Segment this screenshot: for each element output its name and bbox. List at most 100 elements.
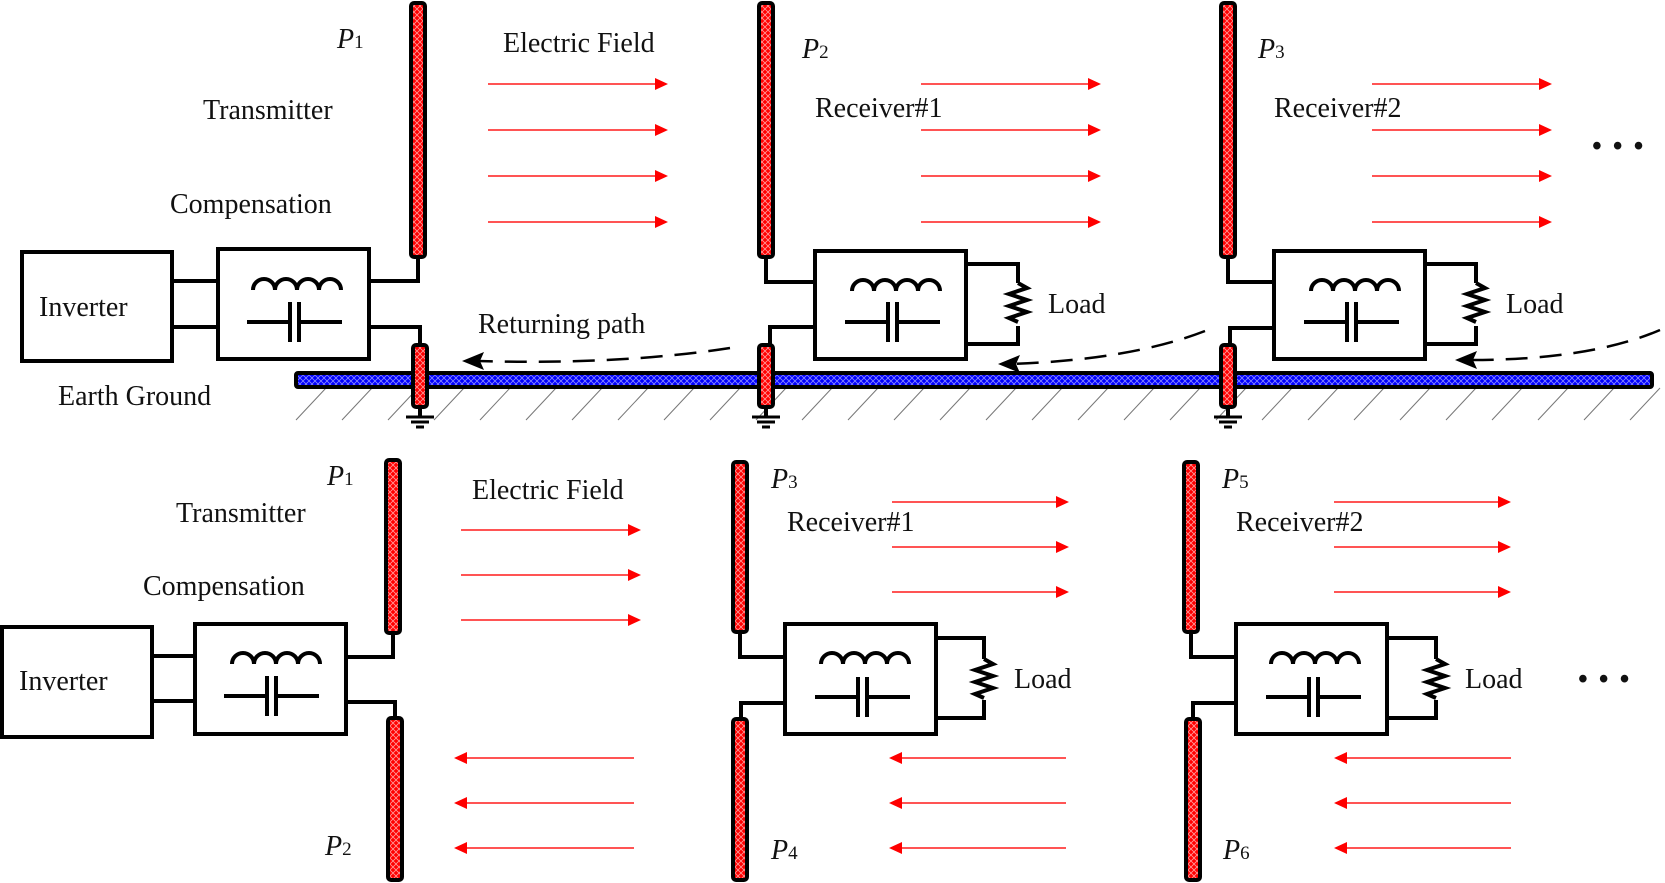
top-rx1-load-label: Load	[1048, 289, 1106, 320]
arrow-right-icon	[1088, 170, 1101, 182]
resistor-icon	[1420, 657, 1452, 700]
arrow-right-icon	[1498, 586, 1511, 598]
bottom-rx1-plate-p3	[731, 460, 749, 634]
hatch-line	[1491, 387, 1523, 421]
bottom-rx2-plate-p5	[1182, 460, 1200, 634]
top-rx1-ground-electrode	[757, 343, 775, 409]
hatch-line	[1077, 387, 1109, 421]
capacitor-icon	[224, 676, 319, 716]
arrow-right-icon	[628, 524, 641, 536]
hatch-line	[801, 387, 833, 421]
bottom-rx1-load-label: Load	[1014, 664, 1072, 695]
top-rx1-plate-p2	[757, 1, 775, 259]
arrowhead-left-icon	[1455, 351, 1477, 369]
top-tx-wire-lower	[369, 325, 422, 345]
inductor-icon	[819, 651, 911, 665]
bottom-rx2-plate-p6	[1184, 717, 1202, 882]
hatch-line	[571, 387, 603, 421]
arrow-right-icon	[1539, 216, 1552, 228]
hatch-line	[1445, 387, 1477, 421]
hatch-line	[1261, 387, 1293, 421]
top-inverter-box	[20, 250, 174, 363]
arrow-right-icon	[628, 569, 641, 581]
inductor-icon	[1269, 651, 1361, 665]
bottom-receiver-1: Load Receiver#1 P3 P4	[731, 460, 1072, 882]
top-rx2-load-label: Load	[1506, 289, 1564, 320]
returning-path-arrows	[462, 328, 1661, 373]
arrow-left-icon	[889, 797, 902, 809]
bottom-tx-compensation-label: Compensation	[143, 571, 305, 602]
bottom-rx1-plate-p4	[731, 717, 749, 882]
hatch-line	[1031, 387, 1063, 421]
hatch-line	[939, 387, 971, 421]
bottom-inverter-label: Inverter	[19, 666, 108, 697]
top-tx-compensation-label: Compensation	[170, 189, 332, 220]
hatch-line	[893, 387, 925, 421]
inductor-icon	[1309, 278, 1401, 292]
top-ellipsis: • • •	[1592, 131, 1645, 162]
top-inverter-label: Inverter	[39, 292, 128, 323]
bottom-p4-label: P4	[770, 835, 798, 866]
arrow-left-icon	[454, 842, 467, 854]
hatch-line	[433, 387, 465, 421]
bottom-field-arrows-rx2-return	[1334, 752, 1511, 854]
arrow-left-icon	[1334, 842, 1347, 854]
top-field-arrows-rx2	[1372, 78, 1552, 228]
capacitor-icon	[815, 677, 910, 717]
bottom-field-arrows-tx-return	[454, 752, 634, 854]
returning-path-label: Returning path	[478, 309, 645, 340]
arrow-left-icon	[889, 752, 902, 764]
bottom-electric-field-label: Electric Field	[472, 475, 624, 506]
bottom-tx-plate-p2	[386, 716, 404, 882]
hatch-line	[525, 387, 557, 421]
top-electric-field-label: Electric Field	[503, 28, 655, 59]
bottom-ellipsis: • • •	[1578, 664, 1631, 695]
arrow-right-icon	[1088, 78, 1101, 90]
hatch-line	[985, 387, 1017, 421]
earth-ground-icon	[406, 407, 434, 429]
bottom-p1-label: P1	[326, 461, 354, 492]
hatch-line	[709, 387, 741, 421]
top-tx-compensation	[216, 247, 371, 361]
inductor-icon	[251, 277, 343, 291]
bottom-field-arrows-rx1-return	[889, 752, 1066, 854]
top-p3-label: P3	[1257, 34, 1285, 65]
bottom-diagram: Inverter Compensation Transmitter P1 P2 …	[0, 458, 1631, 882]
top-rx1-title: Receiver#1	[815, 93, 943, 124]
hatch-line	[341, 387, 373, 421]
arrow-right-icon	[655, 216, 668, 228]
bottom-tx-plate-p1	[384, 458, 402, 635]
arrow-left-icon	[1334, 797, 1347, 809]
arrow-right-icon	[628, 614, 641, 626]
top-rx2-ground-electrode	[1219, 343, 1237, 409]
capacitor-icon	[1304, 302, 1399, 342]
top-receiver-2: Load Receiver#2 P3	[1214, 1, 1564, 429]
top-tx-wire-upper	[369, 256, 420, 283]
arrow-left-icon	[889, 842, 902, 854]
bottom-tx-compensation	[193, 622, 348, 736]
bottom-p5-label: P5	[1221, 464, 1249, 495]
arrow-right-icon	[1056, 541, 1069, 553]
hatch-line	[1307, 387, 1339, 421]
hatch-line	[1123, 387, 1155, 421]
top-rx2-plate-p3	[1219, 1, 1237, 259]
bottom-field-arrows-rx2-out	[1334, 496, 1511, 598]
bottom-p6-label: P6	[1222, 835, 1250, 866]
arrow-right-icon	[1056, 496, 1069, 508]
inductor-icon	[850, 278, 942, 292]
arrow-left-icon	[1334, 752, 1347, 764]
inductor-icon	[230, 651, 322, 665]
hatch-line	[479, 387, 511, 421]
hatch-line	[1537, 387, 1569, 421]
bottom-p2-label: P2	[324, 831, 352, 862]
arrow-right-icon	[1539, 78, 1552, 90]
arrow-right-icon	[1088, 216, 1101, 228]
capacitor-icon	[247, 302, 342, 342]
top-p2-label: P2	[801, 34, 829, 65]
hatch-line	[1583, 387, 1615, 421]
top-tx-plate-p1	[409, 1, 427, 259]
arrow-left-icon	[454, 797, 467, 809]
top-p1-label: P1	[336, 24, 364, 55]
hatch-line	[617, 387, 649, 421]
